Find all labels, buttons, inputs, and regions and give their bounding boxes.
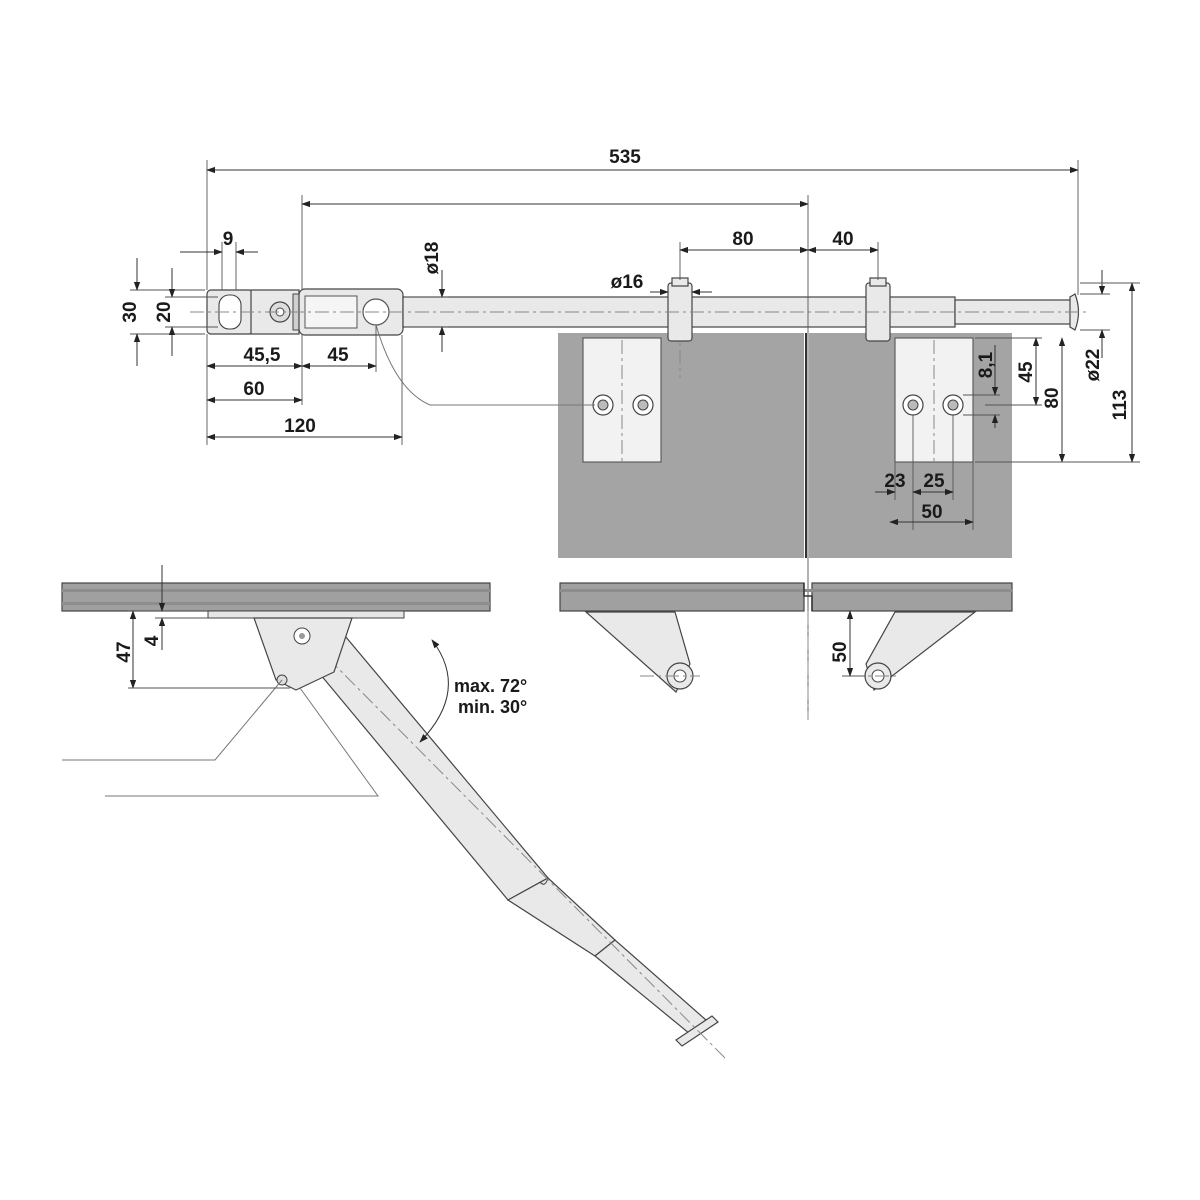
right-mounting-plate <box>894 337 974 463</box>
dim-25: 25 <box>923 471 945 492</box>
dim-45-left: 45 <box>327 345 349 366</box>
stay-strut <box>299 629 549 901</box>
dim-45-right: 45 <box>1016 361 1037 383</box>
dim-50-side: 50 <box>830 641 851 662</box>
strut-end-cap <box>675 1015 719 1047</box>
rod-assembly-top <box>190 277 1090 342</box>
dim-d16: ø16 <box>611 272 644 293</box>
dim-4: 4 <box>142 635 163 646</box>
lid-panel-left <box>61 582 491 612</box>
triangle-bracket-right <box>865 611 977 692</box>
dim-50-bottom: 50 <box>921 502 942 523</box>
angle-min: min. 30° <box>458 697 527 717</box>
dim-9: 9 <box>223 229 234 250</box>
side-view-left: max. 72° min. 30° 47 4 <box>61 565 726 1059</box>
dim-535: 535 <box>609 147 641 168</box>
angle-max: max. 72° <box>454 676 527 696</box>
dim-47: 47 <box>114 641 135 662</box>
dim-120: 120 <box>284 416 316 437</box>
top-dimensions: 535 9 30 20 ø18 80 <box>120 147 1140 720</box>
dim-d18: ø18 <box>422 242 443 275</box>
dim-20: 20 <box>154 301 175 322</box>
hinged-panel-right <box>811 582 1013 612</box>
dim-60: 60 <box>243 379 264 400</box>
side-bracket <box>253 617 353 691</box>
hinged-panel-left <box>559 582 805 612</box>
top-plate <box>207 610 405 619</box>
triangle-bracket-left <box>584 611 691 693</box>
dim-30: 30 <box>120 301 141 322</box>
dim-80-top: 80 <box>732 229 753 250</box>
dim-40: 40 <box>832 229 853 250</box>
side-view-right: 50 <box>559 582 1013 720</box>
dim-8-1: 8,1 <box>976 351 997 378</box>
dim-45-5: 45,5 <box>244 345 281 366</box>
dim-d22: ø22 <box>1083 349 1104 382</box>
dim-80-right: 80 <box>1042 387 1063 408</box>
dim-23: 23 <box>884 471 905 492</box>
dim-113: 113 <box>1110 390 1131 421</box>
